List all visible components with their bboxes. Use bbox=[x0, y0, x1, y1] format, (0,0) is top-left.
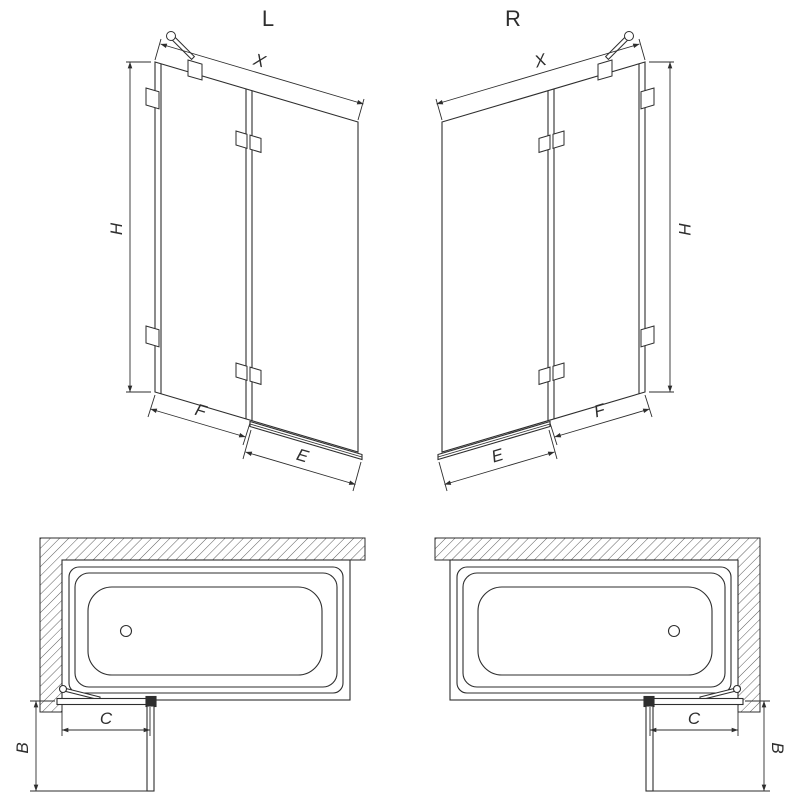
plan-right-dimensions bbox=[648, 700, 770, 792]
bathtub bbox=[61, 559, 351, 701]
dim-line-e bbox=[444, 451, 555, 485]
dim-line-f bbox=[554, 408, 650, 438]
arm-knob-plan bbox=[732, 684, 742, 694]
dim-label-e-left: E bbox=[294, 445, 311, 467]
dim-line-e bbox=[245, 451, 356, 485]
hinge-plate bbox=[249, 366, 262, 386]
dim-line-f bbox=[150, 408, 246, 438]
elevation-right-screen bbox=[437, 61, 646, 461]
glass-outline bbox=[154, 61, 359, 453]
tub-rim-contour bbox=[68, 566, 344, 694]
flap-panel-plan bbox=[146, 705, 155, 792]
arm-knob bbox=[166, 31, 176, 41]
arm-clamp bbox=[597, 59, 613, 81]
flap-panel-plan bbox=[645, 705, 654, 792]
elevation-right-hinges bbox=[538, 87, 655, 386]
tub-basin bbox=[477, 586, 713, 676]
elevation-left-screen bbox=[154, 61, 363, 461]
fixed-panel-plan bbox=[56, 697, 155, 706]
hinge-block-plan bbox=[643, 695, 655, 708]
dim-label-x-left: X bbox=[250, 50, 268, 72]
hinge-plate bbox=[538, 134, 551, 154]
elevation-left: L bbox=[107, 6, 365, 492]
elevation-left-hinges bbox=[145, 87, 262, 386]
plan-left-dimensions bbox=[30, 700, 152, 792]
bathtub bbox=[449, 559, 739, 701]
wall-bracket bbox=[640, 325, 655, 348]
hinge-block-plan bbox=[145, 695, 157, 708]
hinge-plate bbox=[235, 130, 248, 149]
plan-left: C B bbox=[13, 537, 366, 792]
tub-rim-contour bbox=[74, 572, 338, 688]
tub-basin bbox=[87, 586, 323, 676]
screen-plan-left bbox=[56, 684, 157, 792]
tub-outer-rim bbox=[61, 559, 351, 701]
tub-outer-rim bbox=[449, 559, 739, 701]
dim-label-h-left: H bbox=[107, 222, 126, 235]
elevation-left-dimensions bbox=[126, 38, 365, 492]
elevation-right: R bbox=[435, 6, 694, 492]
bottom-rail-line bbox=[437, 423, 551, 458]
screen-plan-right bbox=[643, 684, 744, 792]
dim-label-h-right: H bbox=[675, 223, 694, 236]
dim-line-x bbox=[436, 43, 640, 105]
elevation-left-title: L bbox=[262, 6, 274, 31]
tub-rim-contour bbox=[456, 566, 732, 694]
tub-rim-contour bbox=[462, 572, 726, 688]
dim-label-c-right: C bbox=[688, 709, 701, 728]
dim-label-x-right: X bbox=[531, 50, 549, 72]
dim-label-b-right: B bbox=[768, 742, 787, 753]
elevation-right-dimensions bbox=[435, 38, 674, 492]
bottom-rail-line bbox=[249, 423, 363, 458]
dim-label-b-left: B bbox=[13, 742, 32, 753]
arm-clamp bbox=[187, 59, 203, 81]
hinge-plate bbox=[235, 362, 248, 381]
hinge-plate bbox=[552, 362, 565, 381]
fixed-panel-plan bbox=[645, 697, 744, 706]
elevation-right-title: R bbox=[505, 6, 521, 31]
wall-bracket bbox=[145, 87, 160, 110]
dim-line-x bbox=[160, 43, 364, 105]
drain bbox=[119, 624, 133, 638]
hinge-plate bbox=[552, 130, 565, 149]
arm-knob-plan bbox=[58, 684, 68, 694]
arm-knob bbox=[624, 31, 634, 41]
plan-right: C B bbox=[434, 537, 787, 792]
drain bbox=[667, 624, 681, 638]
hinge-plate bbox=[538, 366, 551, 386]
dim-label-e-right: E bbox=[489, 445, 506, 467]
wall-bracket bbox=[145, 325, 160, 348]
glass-outline bbox=[441, 61, 646, 453]
wall-bracket bbox=[640, 87, 655, 110]
dim-label-c-left: C bbox=[100, 709, 113, 728]
hinge-plate bbox=[249, 134, 262, 154]
